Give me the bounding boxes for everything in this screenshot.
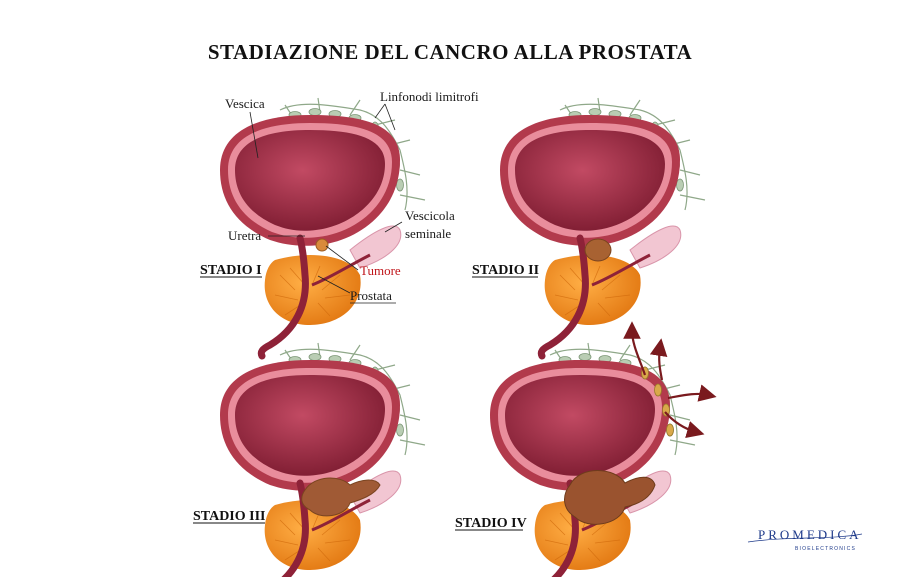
stage-label-1: STADIO I	[200, 263, 262, 278]
logo-name: PROMEDICA	[758, 527, 862, 542]
stage-2-illustration	[500, 98, 705, 356]
label-prostate: Prostata	[350, 288, 392, 303]
metastasis-arrows	[623, 321, 717, 439]
stage-1-illustration	[220, 98, 425, 356]
label-urethra: Uretra	[228, 228, 261, 243]
page-title: STADIAZIONE DEL CANCRO ALLA PROSTATA	[207, 40, 693, 64]
label-tumor: Tumore	[360, 263, 401, 278]
label-seminal-vesicle-1: Vescicola	[405, 208, 455, 223]
stage-label-4: STADIO IV	[455, 516, 527, 531]
promedica-logo: PROMEDICA BIOELECTRONICS	[747, 527, 863, 552]
stage-labels: STADIO I STADIO II STADIO III STADIO IV	[193, 263, 539, 531]
tumor-stage-3	[301, 477, 381, 517]
anatomy-labels: Vescica Linfonodi limitrofi Vescicola se…	[225, 89, 479, 304]
logo-subtitle: BIOELECTRONICS	[795, 546, 856, 552]
label-bladder: Vescica	[225, 96, 265, 111]
label-lymph-nodes: Linfonodi limitrofi	[380, 89, 479, 104]
tumor-stage-2	[584, 238, 612, 262]
stage-label-2: STADIO II	[472, 263, 539, 278]
metastatic-nodes	[641, 366, 674, 437]
stage-4-illustration	[490, 343, 695, 577]
stage-3-illustration	[220, 343, 425, 577]
tumor-stage-4	[564, 470, 656, 525]
label-seminal-vesicle-2: seminale	[405, 226, 451, 241]
tumor-stage-1	[315, 238, 329, 252]
stage-label-3: STADIO III	[193, 509, 266, 524]
